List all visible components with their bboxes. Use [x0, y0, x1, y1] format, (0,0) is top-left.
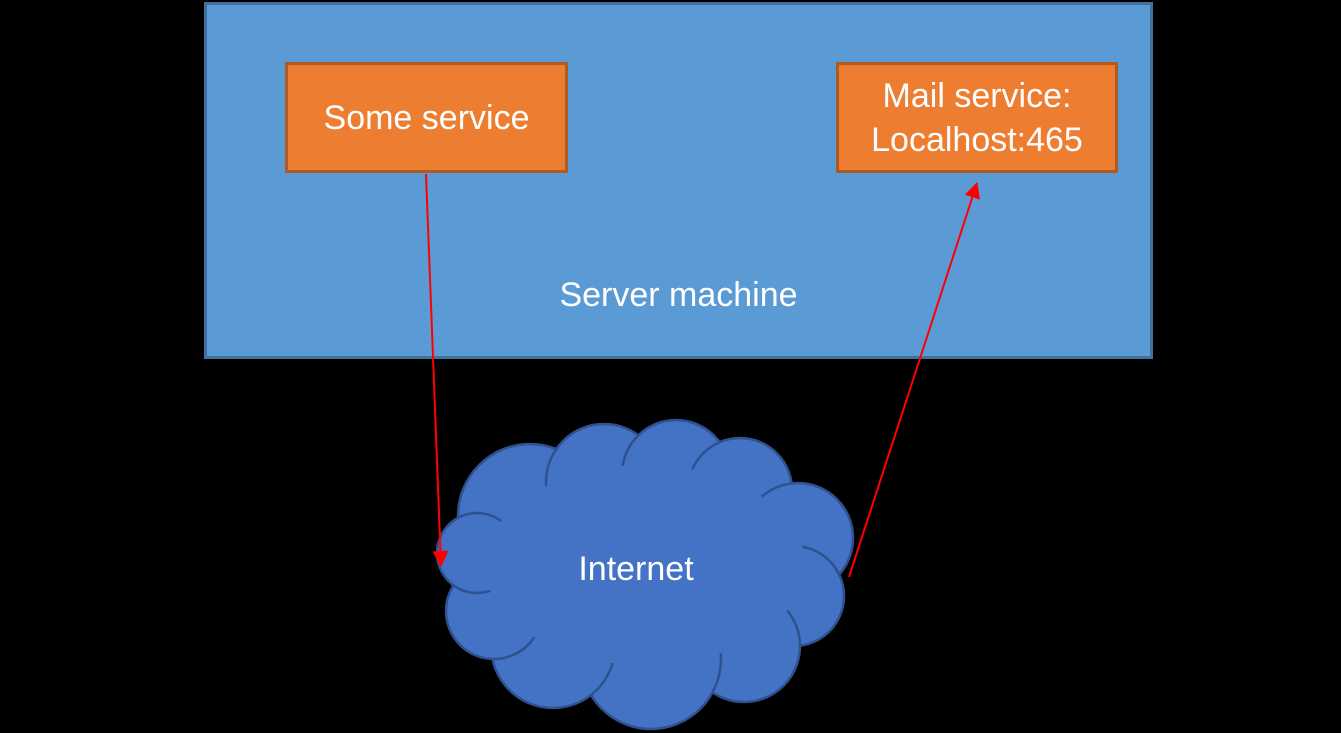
- some-service-node: Some service: [285, 62, 568, 173]
- some-service-label: Some service: [323, 98, 530, 137]
- mail-service-label-line1: Mail service:: [882, 76, 1072, 115]
- server-machine-box: Server machine: [204, 2, 1153, 359]
- mail-service-node: Mail service: Localhost:465: [836, 62, 1118, 173]
- mail-service-label-line2: Localhost:465: [871, 120, 1083, 159]
- server-machine-label: Server machine: [559, 276, 798, 314]
- internet-label: Internet: [578, 550, 694, 588]
